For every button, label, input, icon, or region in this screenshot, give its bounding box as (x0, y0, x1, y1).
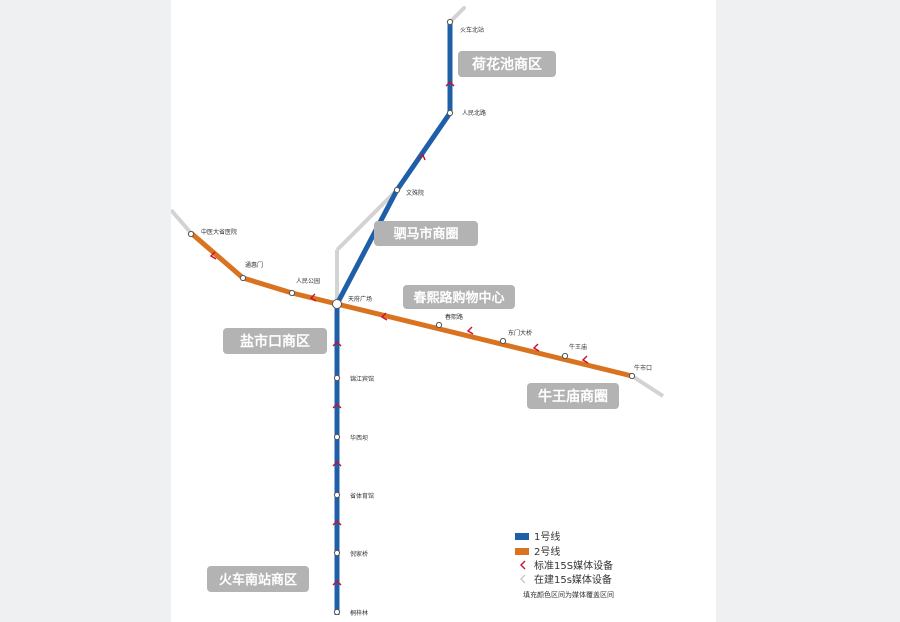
legend-note: 填充颜色区间为媒体覆盖区间 (523, 590, 614, 599)
track-north-ext (448, 6, 466, 24)
district-labels: 荷花池商区 驷马市商圈 春熙路购物中心 盐市口商区 牛王庙商圈 火车南站商区 (207, 51, 619, 592)
metro-map: 火车北站 人民北路 文殊院 中医大省医院 通惠门 人民公园 天府广场 春熙路 东… (171, 6, 665, 617)
district-box-chunxi (403, 285, 515, 309)
district-box-huochenan (207, 566, 309, 592)
station-dot-chunxilu[interactable] (435, 321, 443, 329)
district-label-huochenan: 火车南站商区 (219, 572, 297, 588)
station-label-niushikou: 牛市口 (634, 364, 652, 372)
track-sima (335, 188, 399, 252)
legend-building-icon (520, 574, 526, 584)
track-east-ext (630, 374, 665, 398)
station-dot-renminbei[interactable] (446, 109, 454, 117)
station-dot-huaxiba[interactable] (333, 433, 341, 441)
district-box-yanshikou (223, 328, 327, 354)
station-label-shengti: 省体育馆 (350, 492, 374, 500)
media-marker (209, 251, 217, 260)
district-box-sima (374, 221, 478, 246)
station-dot-nijiaqiao[interactable] (333, 549, 341, 557)
station-dot-tianfu[interactable] (332, 299, 342, 309)
media-marker (466, 326, 474, 335)
station-label-renmingongyuan: 人民公园 (296, 278, 320, 285)
district-box-hehuachi (458, 51, 556, 77)
station-label-wenshuyuan: 文殊院 (406, 189, 424, 197)
legend-swatch-line2 (515, 548, 529, 555)
media-marker (332, 341, 342, 347)
station-label-niuwang: 牛王庙 (569, 343, 587, 351)
station-dot-renmingongyuan[interactable] (288, 289, 296, 297)
station-dot-niushikou[interactable] (628, 372, 636, 380)
station-label-nijiaqiao: 倪家桥 (350, 550, 368, 558)
station-dot-wenshuyuan[interactable] (393, 186, 401, 194)
station-label-dongmen: 东门大桥 (508, 329, 532, 337)
station-label-tonghuimen: 通惠门 (245, 261, 263, 269)
station-label-chunxilu: 春熙路 (445, 313, 463, 321)
station-label-tianfu: 天府广场 (348, 295, 372, 303)
track-west-ext (171, 208, 193, 235)
media-equipment-markers (209, 81, 589, 586)
station-label-renminbei: 人民北路 (462, 109, 486, 117)
district-label-niuwangmiao: 牛王庙商圈 (538, 388, 608, 405)
stations: 火车北站 人民北路 文殊院 中医大省医院 通惠门 人民公园 天府广场 春熙路 东… (187, 18, 652, 617)
media-marker (309, 293, 317, 302)
legend-standard-icon (520, 560, 526, 570)
media-marker (418, 153, 426, 161)
station-dot-tongzilin[interactable] (333, 608, 341, 616)
media-marker (445, 81, 455, 87)
district-label-sima: 驷马市商圈 (393, 226, 458, 242)
district-box-niuwangmiao (527, 383, 619, 409)
station-dot-huochebei[interactable] (446, 18, 454, 26)
station-dot-jinjiang[interactable] (333, 374, 341, 382)
legend-line1: 1号线 (534, 530, 560, 543)
legend-line2: 2号线 (534, 545, 560, 558)
legend-standard: 标准15S媒体设备 (534, 559, 613, 572)
station-dot-shengti[interactable] (333, 491, 341, 499)
legend-building: 在建15s媒体设备 (534, 573, 612, 586)
legend: 1号线 2号线 标准15S媒体设备 在建15s媒体设备 填充颜色区间为媒体覆盖区… (515, 530, 614, 599)
media-marker (332, 403, 342, 409)
station-label-tongzilin: 桐梓林 (350, 609, 368, 617)
station-dot-tonghuimen[interactable] (239, 274, 247, 282)
station-dot-zhongyi[interactable] (187, 230, 195, 238)
media-marker (332, 461, 342, 467)
map-canvas: 火车北站 人民北路 文殊院 中医大省医院 通惠门 人民公园 天府广场 春熙路 东… (171, 0, 716, 622)
station-label-jinjiang: 锦江宾馆 (350, 375, 374, 383)
media-marker (332, 580, 342, 586)
district-label-hehuachi: 荷花池商区 (471, 56, 542, 73)
station-label-huochebei: 火车北站 (460, 26, 484, 34)
media-marker (581, 355, 589, 364)
media-marker (380, 312, 388, 321)
station-label-zhongyi: 中医大省医院 (201, 228, 237, 236)
legend-swatch-line1 (515, 533, 529, 540)
station-dot-dongmen[interactable] (499, 337, 507, 345)
district-label-yanshikou: 盐市口商区 (240, 333, 310, 350)
media-marker (532, 343, 540, 352)
station-label-huaxiba: 华西坝 (350, 434, 368, 442)
station-dot-niuwang[interactable] (561, 352, 569, 360)
district-label-chunxi: 春熙路购物中心 (412, 290, 504, 306)
media-marker (332, 520, 342, 526)
